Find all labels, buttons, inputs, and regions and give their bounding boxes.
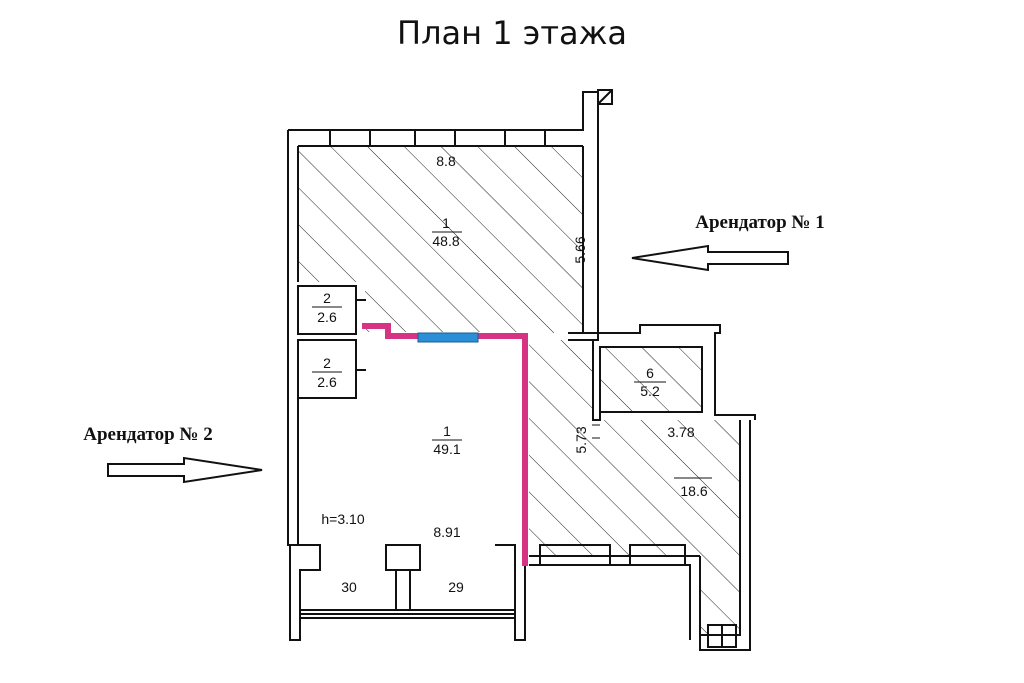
- room-labels: 1 48.8 2 2.6 2 2.6 1 49.1 6 5.2 18.6: [312, 215, 712, 499]
- tenant-partition: [362, 323, 528, 566]
- opening-marker: [417, 332, 479, 343]
- room-1-upper-num: 1: [442, 215, 450, 231]
- dim-right-width: 3.78: [667, 424, 694, 440]
- walls: [287, 89, 756, 651]
- dimension-labels: 8.8 5.66 5.73 3.78 8.91 h=3.10 30 29: [321, 153, 694, 595]
- plan-title: План 1 этажа: [397, 14, 627, 52]
- dim-top-width: 8.8: [436, 153, 456, 169]
- dim-mid-height: 5.73: [573, 426, 589, 453]
- room-2a-num: 2: [323, 290, 331, 306]
- dim-lower-width: 8.91: [433, 524, 460, 540]
- dim-bay-left: 30: [341, 579, 357, 595]
- ceiling-height: h=3.10: [321, 511, 364, 527]
- room-1-lower-area: 49.1: [433, 441, 460, 457]
- room-2b-num: 2: [323, 355, 331, 371]
- room-6-area: 5.2: [640, 383, 660, 399]
- tenant-2-label: Арендатор № 2: [83, 424, 213, 445]
- tenant-1-label: Арендатор № 1: [695, 212, 825, 233]
- room-6-fill: [600, 347, 702, 412]
- tenant-2-arrow: [107, 456, 263, 484]
- room-right-area: 18.6: [680, 483, 707, 499]
- dim-upper-height: 5.66: [572, 236, 588, 263]
- room-2a-area: 2.6: [317, 309, 337, 325]
- room-2b-area: 2.6: [317, 374, 337, 390]
- room-1-upper-fill: [298, 146, 583, 333]
- room-1-upper-area: 48.8: [432, 233, 459, 249]
- room-1-lower-num: 1: [443, 423, 451, 439]
- tenant-1-arrow: [631, 244, 789, 272]
- room-6-num: 6: [646, 365, 654, 381]
- corridor-fill: [529, 340, 740, 635]
- dim-bay-right: 29: [448, 579, 464, 595]
